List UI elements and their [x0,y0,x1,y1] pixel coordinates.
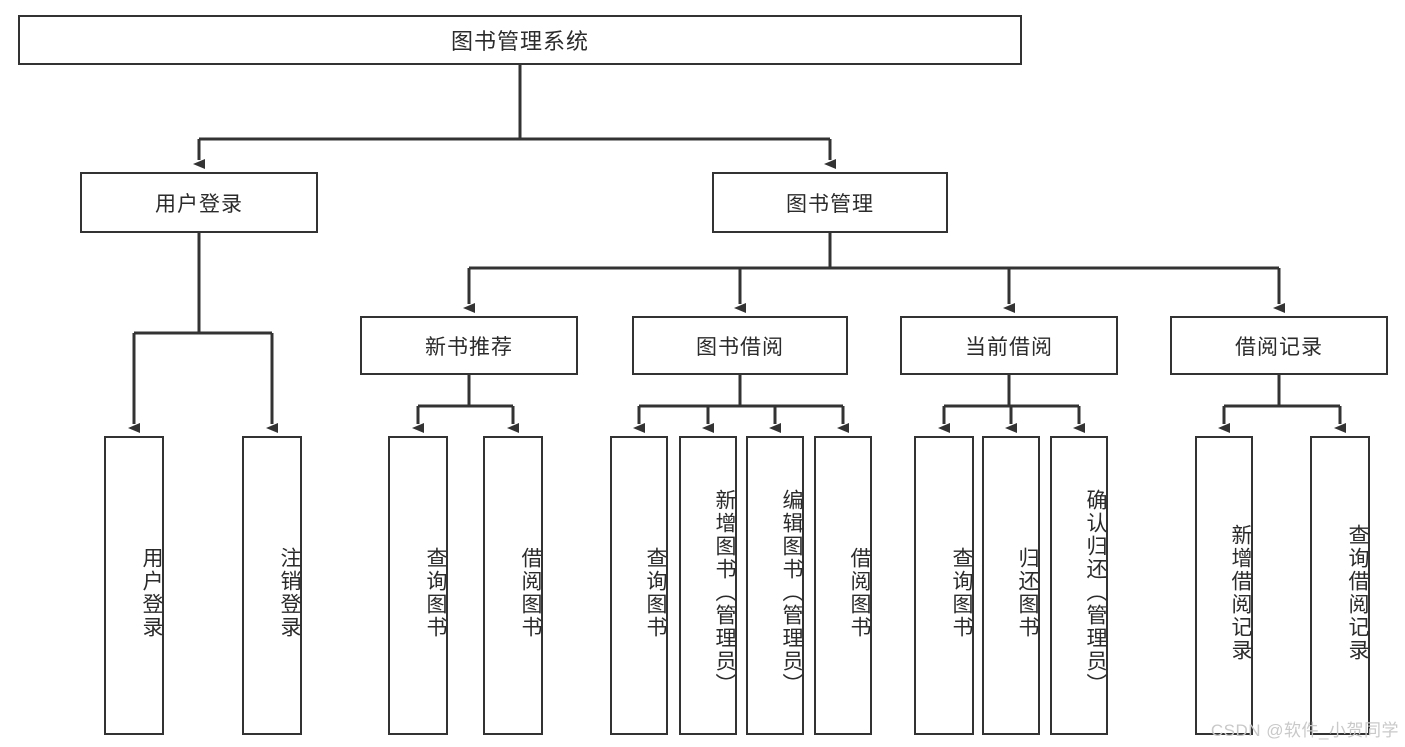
node-borrow-record[interactable]: 借阅记录 [1170,316,1388,375]
node-leaf-query-book-3[interactable]: 查询图书 [914,436,974,735]
node-leaf-confirm-return-admin[interactable]: 确认归还（管理员） [1050,436,1108,735]
user-login-to-leaves-connectors [128,233,278,433]
book-management-to-level3-connectors [463,233,1285,313]
csdn-watermark: CSDN @软件_小贺同学 [1210,721,1399,740]
node-leaf-query-borrow-record[interactable]: 查询借阅记录 [1310,436,1370,735]
node-new-book-recommend[interactable]: 新书推荐 [360,316,578,375]
node-leaf-logout-login[interactable]: 注销登录 [242,436,302,735]
node-book-borrow[interactable]: 图书借阅 [632,316,848,375]
node-root[interactable]: 图书管理系统 [18,15,1022,65]
node-leaf-add-borrow-record[interactable]: 新增借阅记录 [1195,436,1253,735]
borrow-record-to-leaves-connectors [1218,375,1346,433]
node-leaf-borrow-book-2[interactable]: 借阅图书 [814,436,872,735]
node-leaf-user-login[interactable]: 用户登录 [104,436,164,735]
book-borrow-to-leaves-connectors [633,375,849,433]
current-borrow-to-leaves-connectors [938,375,1085,433]
root-to-level2-connectors [193,65,836,169]
node-leaf-query-book-2[interactable]: 查询图书 [610,436,668,735]
node-leaf-edit-book-admin[interactable]: 编辑图书（管理员） [746,436,804,735]
node-leaf-borrow-book-1[interactable]: 借阅图书 [483,436,543,735]
node-leaf-query-book-1[interactable]: 查询图书 [388,436,448,735]
node-current-borrow[interactable]: 当前借阅 [900,316,1118,375]
new-book-recommend-to-leaves-connectors [412,375,519,433]
node-book-management[interactable]: 图书管理 [712,172,948,233]
node-leaf-return-book[interactable]: 归还图书 [982,436,1040,735]
node-leaf-add-book-admin[interactable]: 新增图书（管理员） [679,436,737,735]
node-user-login[interactable]: 用户登录 [80,172,318,233]
